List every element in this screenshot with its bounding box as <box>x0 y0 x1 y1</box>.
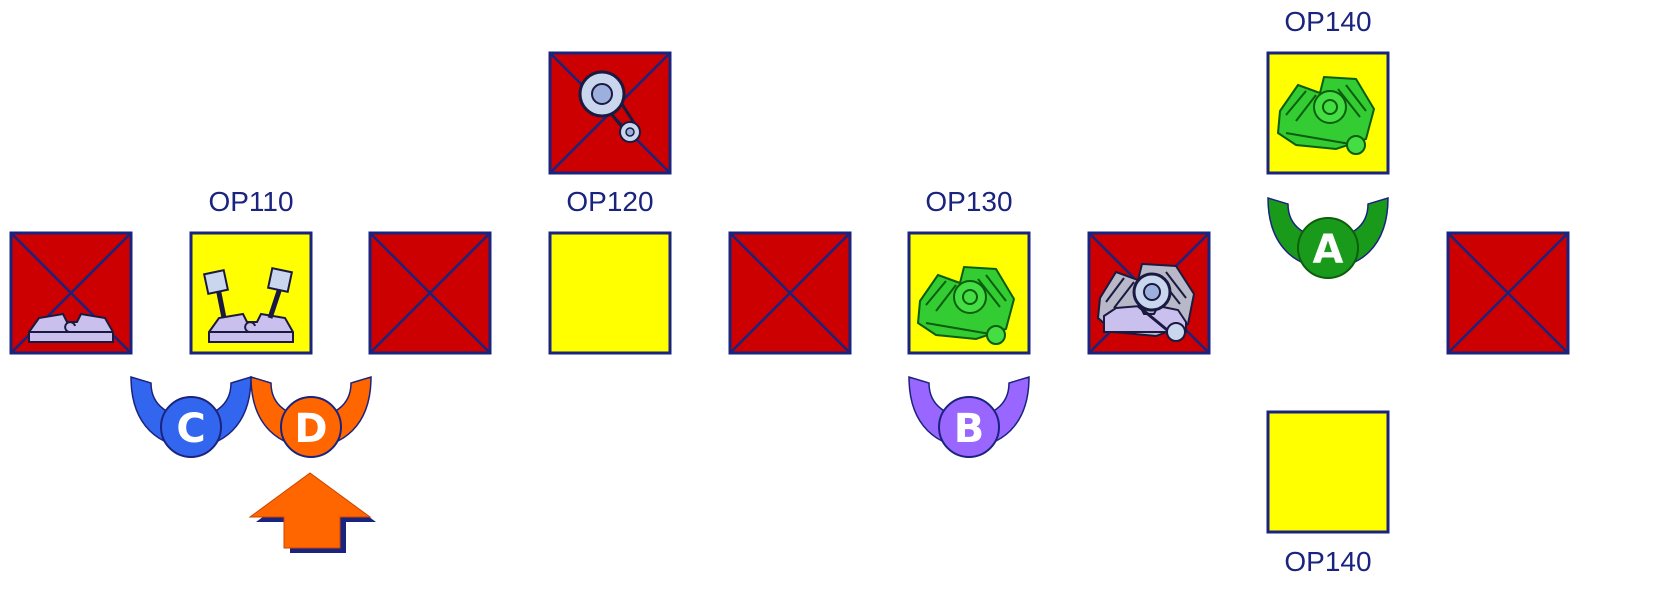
station-op120 <box>550 233 670 353</box>
op140-top-label: OP140 <box>1284 6 1371 37</box>
station-op110 <box>191 233 311 353</box>
op140-bottom-label: OP140 <box>1284 546 1371 577</box>
worker-d: D <box>251 377 371 457</box>
op110-label: OP110 <box>208 186 293 217</box>
worker-b: B <box>909 377 1029 457</box>
op130-label: OP130 <box>925 186 1012 217</box>
station-7 <box>1089 233 1209 353</box>
worker-b-letter: B <box>954 406 985 452</box>
station-5 <box>730 233 850 353</box>
worker-d-letter: D <box>294 406 327 452</box>
worker-c: C <box>131 377 251 457</box>
station-1 <box>11 233 131 353</box>
station-op140-top <box>1268 53 1388 173</box>
station-3 <box>370 233 490 353</box>
worker-a-letter: A <box>1313 227 1344 273</box>
station-9 <box>1448 233 1568 353</box>
station-op130 <box>909 233 1029 353</box>
op120-label: OP120 <box>566 186 653 217</box>
station-op120-upper <box>550 53 670 173</box>
up-arrow-icon <box>250 473 376 553</box>
station-op140-bottom <box>1268 412 1388 532</box>
worker-c-letter: C <box>176 406 205 452</box>
worker-a: A <box>1268 198 1388 278</box>
